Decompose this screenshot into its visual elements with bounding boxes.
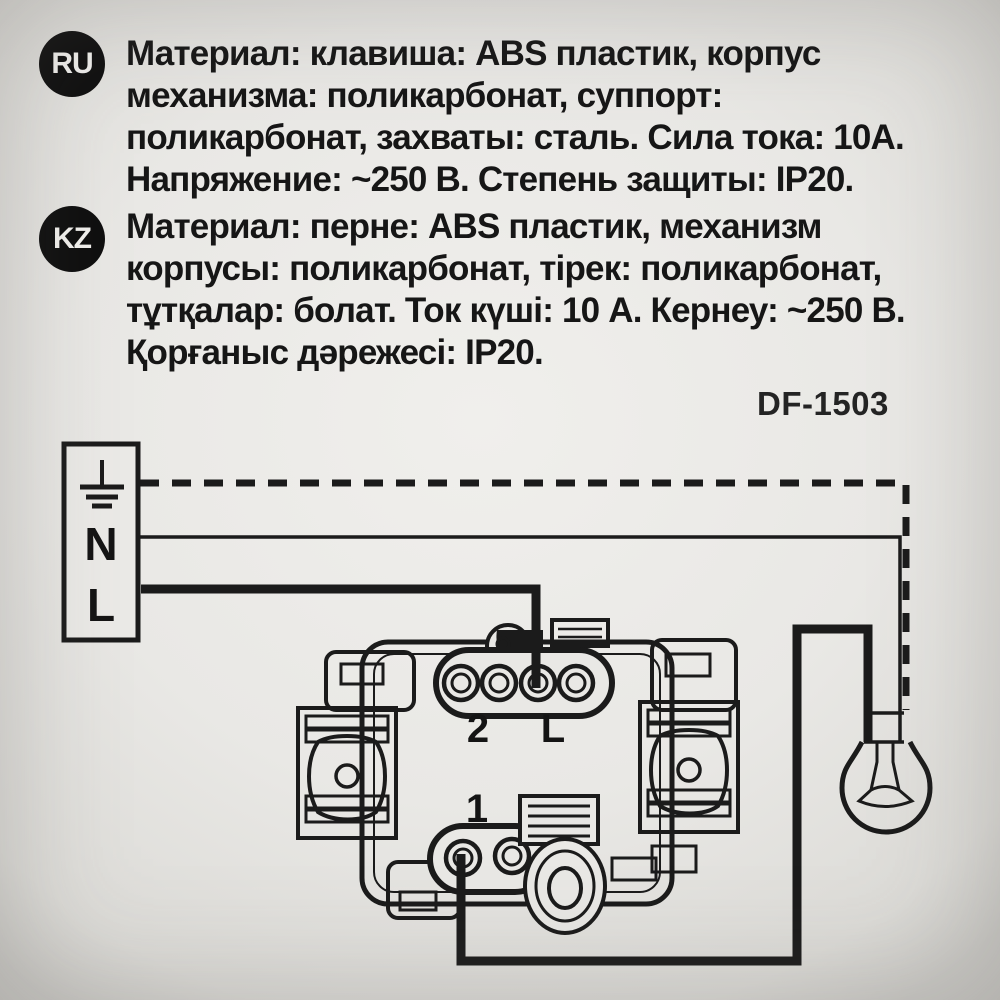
ru-spec-line-4: Напряжение: ~250 В. Степень защиты: IP20… bbox=[126, 160, 854, 199]
kz-spec-line-4: Қорғаныс дәрежесі: IP20. bbox=[126, 333, 544, 372]
switched-wire bbox=[456, 624, 873, 966]
ru-spec-text: Материал: клавиша: ABS пластик, корпус м… bbox=[126, 33, 905, 201]
cable-clamp bbox=[518, 794, 607, 935]
ru-spec-line-2: механизма: поликарбонат, суппорт: bbox=[126, 76, 723, 115]
line-wire bbox=[141, 584, 541, 688]
ru-spec-line-3: поликарбонат, захваты: сталь. Сила тока:… bbox=[126, 118, 905, 157]
kz-spec-line-2: корпусы: поликарбонат, тірек: поликарбон… bbox=[126, 249, 882, 288]
terminal-label-1: 1 bbox=[466, 787, 488, 831]
top-terminal-strip bbox=[433, 647, 615, 719]
light-bulb-icon bbox=[839, 711, 933, 835]
model-number: DF-1503 bbox=[757, 385, 889, 422]
switch-mechanism-illustration bbox=[296, 618, 740, 935]
supply-box: N L bbox=[61, 441, 141, 643]
line-label: L bbox=[87, 579, 115, 631]
earth-ground-icon bbox=[80, 460, 124, 509]
left-mounting-claw bbox=[296, 706, 398, 840]
terminal-label-2: 2 bbox=[467, 707, 489, 751]
neutral-wire bbox=[140, 535, 902, 742]
kz-spec-text: Материал: перне: ABS пластик, механизм к… bbox=[126, 206, 906, 374]
kz-spec-line-1: Материал: перне: ABS пластик, механизм bbox=[126, 207, 822, 246]
kz-spec-line-3: тұтқалар: болат. Ток күші: 10 А. Кернеу:… bbox=[126, 291, 906, 330]
neutral-label: N bbox=[84, 518, 117, 570]
kz-language-badge: KZ bbox=[39, 206, 105, 272]
right-mounting-claw bbox=[638, 700, 740, 834]
ru-spec-line-1: Материал: клавиша: ABS пластик, корпус bbox=[126, 34, 821, 73]
terminal-label-l: L bbox=[541, 707, 565, 751]
ru-language-badge: RU bbox=[39, 31, 105, 97]
